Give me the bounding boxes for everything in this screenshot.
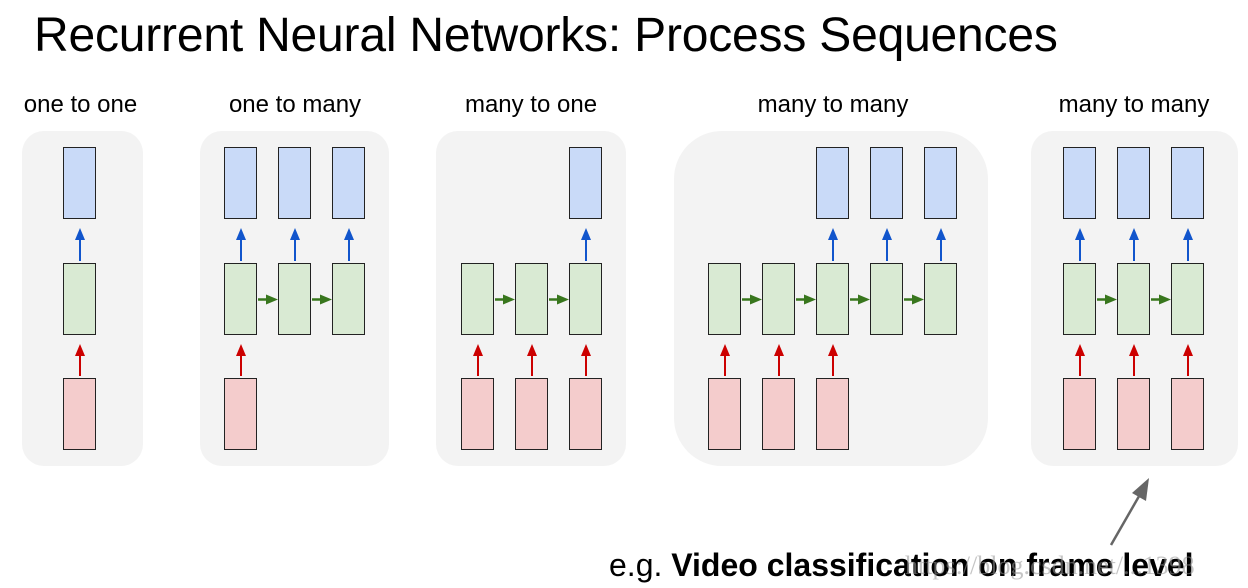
hidden-box bbox=[515, 263, 548, 335]
panel-label-many-to-many-2: many to many bbox=[1058, 91, 1210, 118]
output-box bbox=[569, 147, 602, 219]
output-box bbox=[224, 147, 257, 219]
input-box bbox=[1171, 378, 1204, 450]
hidden-box bbox=[870, 263, 903, 335]
output-box bbox=[870, 147, 903, 219]
input-box bbox=[1117, 378, 1150, 450]
input-box bbox=[816, 378, 849, 450]
slide-title: Recurrent Neural Networks: Process Seque… bbox=[34, 9, 1058, 62]
hidden-box bbox=[63, 263, 96, 335]
hidden-box bbox=[1063, 263, 1096, 335]
caption-prefix: e.g. bbox=[609, 547, 672, 583]
hidden-box bbox=[1171, 263, 1204, 335]
hidden-box bbox=[224, 263, 257, 335]
output-box bbox=[816, 147, 849, 219]
pointer-arrow-head bbox=[1132, 478, 1149, 501]
input-box bbox=[569, 378, 602, 450]
input-box bbox=[461, 378, 494, 450]
hidden-box bbox=[278, 263, 311, 335]
output-box bbox=[332, 147, 365, 219]
hidden-box bbox=[924, 263, 957, 335]
input-box bbox=[708, 378, 741, 450]
output-box bbox=[1171, 147, 1204, 219]
hidden-box bbox=[332, 263, 365, 335]
panel-label-one-to-one: one to one bbox=[23, 91, 138, 118]
hidden-box bbox=[708, 263, 741, 335]
output-box bbox=[1117, 147, 1150, 219]
caption: e.g. Video classification on frame level bbox=[609, 545, 1194, 585]
output-box bbox=[63, 147, 96, 219]
input-box bbox=[63, 378, 96, 450]
pointer-arrow-shaft bbox=[1109, 490, 1144, 546]
hidden-box bbox=[461, 263, 494, 335]
caption-bold: Video classification on frame level bbox=[671, 547, 1194, 583]
input-box bbox=[515, 378, 548, 450]
panel-label-one-to-many: one to many bbox=[228, 91, 362, 118]
hidden-box bbox=[762, 263, 795, 335]
output-box bbox=[1063, 147, 1096, 219]
output-box bbox=[278, 147, 311, 219]
input-box bbox=[762, 378, 795, 450]
panel-label-many-to-one: many to one bbox=[464, 91, 598, 118]
hidden-box bbox=[816, 263, 849, 335]
hidden-box bbox=[1117, 263, 1150, 335]
input-box bbox=[224, 378, 257, 450]
watermark: https://blog.csdn.net/...1398 bbox=[905, 551, 1195, 580]
output-box bbox=[924, 147, 957, 219]
panel-label-many-to-many-1: many to many bbox=[757, 91, 909, 118]
input-box bbox=[1063, 378, 1096, 450]
hidden-box bbox=[569, 263, 602, 335]
